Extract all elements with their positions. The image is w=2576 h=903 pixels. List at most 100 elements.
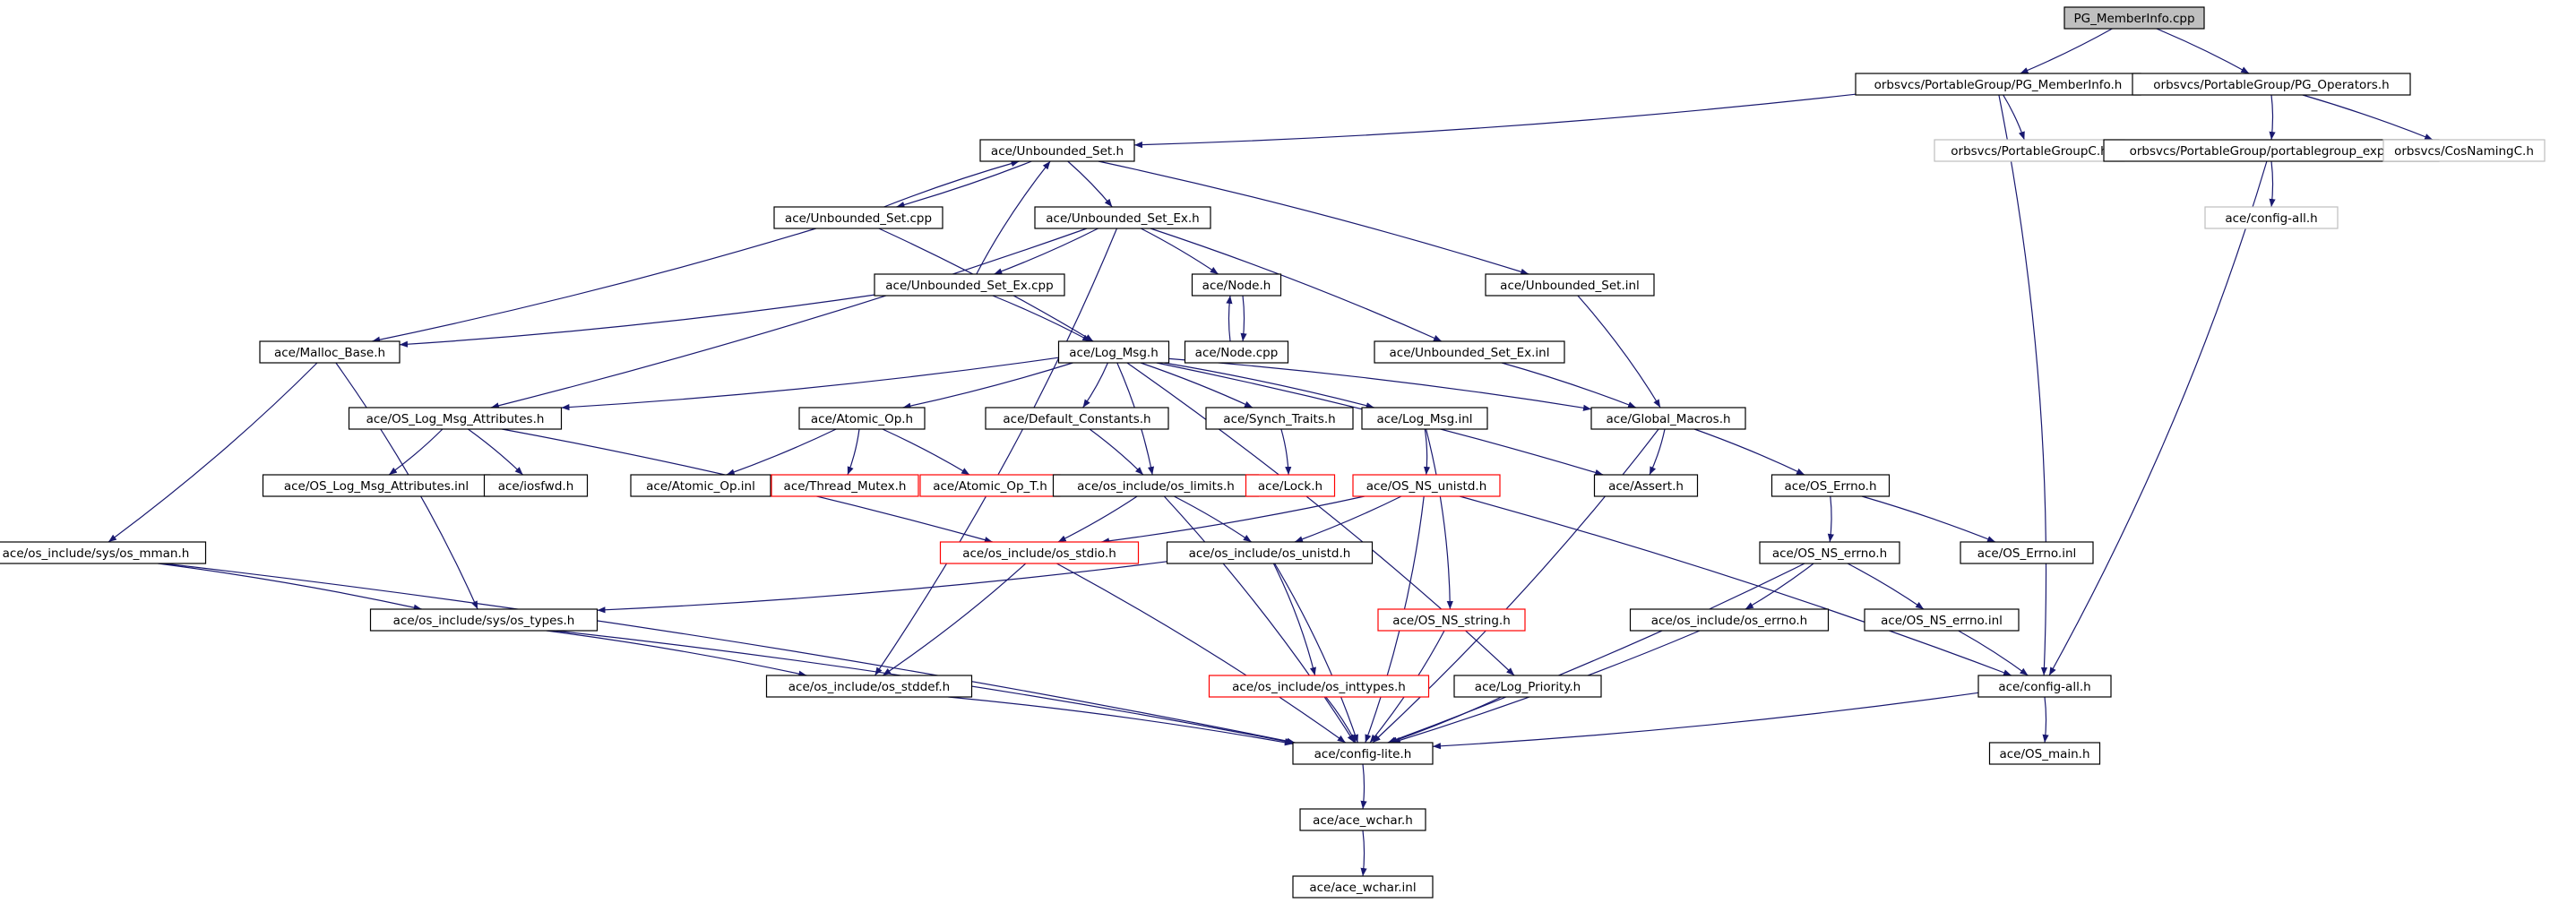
node-sys_os_mman_h[interactable]: ace/os_include/sys/os_mman.h [0, 541, 207, 564]
edge-global_macros_h-to-config_lite_h [1372, 428, 1659, 744]
node-assert_h[interactable]: ace/Assert.h [1593, 474, 1699, 497]
edge-log_msg_h-to-log_msg_inl [1164, 362, 1374, 409]
edge-os_unistd_h-to-config_lite_h [1274, 563, 1358, 744]
node-label: ace/OS_Log_Msg_Attributes.inl [284, 479, 469, 494]
node-box [2132, 73, 2411, 96]
edge-log_msg_h-to-default_constants_h [1082, 362, 1108, 408]
edge-os_stdio_h-to-os_stddef_h [882, 563, 1027, 676]
node-unbounded_set_cpp[interactable]: ace/Unbounded_Set.cpp [773, 206, 943, 229]
edge-unbounded_set_cpp-to-unbounded_set_h [883, 160, 1020, 208]
node-log_msg_inl[interactable]: ace/Log_Msg.inl [1361, 407, 1488, 430]
node-box [1629, 608, 1830, 632]
node-cosnamingc_h: orbsvcs/CosNamingC.h [2382, 139, 2546, 162]
node-pg_memberinfo_cpp[interactable]: PG_MemberInfo.cpp [2063, 6, 2205, 30]
node-box [1166, 541, 1374, 564]
edge-unbounded_set_ex_inl-to-global_macros_h [1501, 362, 1637, 408]
node-label: ace/Global_Macros.h [1606, 412, 1730, 426]
node-os_ns_errno_h[interactable]: ace/OS_NS_errno.h [1759, 541, 1900, 564]
edge-unbounded_set_ex_h-to-unbounded_set_ex_cpp [994, 228, 1098, 275]
node-unbounded_set_h[interactable]: ace/Unbounded_Set.h [979, 139, 1135, 162]
node-label: ace/OS_main.h [1999, 747, 2089, 761]
node-label: ace/Unbounded_Set.inl [1500, 279, 1640, 293]
node-label: ace/Synch_Traits.h [1223, 412, 1335, 426]
node-unbounded_set_ex_cpp[interactable]: ace/Unbounded_Set_Ex.cpp [874, 273, 1065, 297]
node-unbounded_set_ex_inl[interactable]: ace/Unbounded_Set_Ex.inl [1374, 340, 1565, 364]
node-os_log_msg_attributes_h[interactable]: ace/OS_Log_Msg_Attributes.h [348, 407, 563, 430]
node-malloc_base_h[interactable]: ace/Malloc_Base.h [259, 340, 401, 364]
node-log_msg_h[interactable]: ace/Log_Msg.h [1057, 340, 1170, 364]
node-pg_operators_h[interactable]: orbsvcs/PortableGroup/PG_Operators.h [2132, 73, 2411, 96]
node-unbounded_set_inl[interactable]: ace/Unbounded_Set.inl [1485, 273, 1655, 297]
node-unbounded_set_ex_h[interactable]: ace/Unbounded_Set_Ex.h [1034, 206, 1211, 229]
node-label: ace/OS_Errno.h [1784, 479, 1876, 494]
edge-unbounded_set_ex_h-to-unbounded_set_ex_inl [1150, 228, 1443, 342]
edge-sys_os_types_h-to-os_stddef_h [546, 630, 807, 677]
node-label: ace/os_include/os_stdio.h [962, 546, 1116, 561]
node-sys_os_types_h[interactable]: ace/os_include/sys/os_types.h [369, 608, 599, 632]
edge-pg_operators_h-to-cosnamingc_h [2302, 94, 2434, 141]
node-box [1299, 808, 1426, 831]
node-config_all_h[interactable]: ace/config-all.h [1977, 675, 2112, 698]
node-node_cpp[interactable]: ace/Node.cpp [1184, 340, 1289, 364]
node-atomic_op_inl[interactable]: ace/Atomic_Op.inl [630, 474, 771, 497]
node-label: orbsvcs/PortableGroup/PG_Operators.h [2153, 78, 2389, 92]
node-os_ns_unistd_h: ace/OS_NS_unistd.h [1352, 474, 1501, 497]
node-portablegroupc_h: orbsvcs/PortableGroupC.h [1934, 139, 2125, 162]
edge-node_cpp-to-node_h [1226, 295, 1233, 342]
node-os_errno_h[interactable]: ace/OS_Errno.h [1770, 474, 1891, 497]
edge-global_macros_h-to-assert_h [1649, 428, 1666, 476]
node-box [1977, 675, 2112, 698]
node-config_all_ext: ace/config-all.h [2204, 206, 2339, 229]
node-os_include_os_errno_h[interactable]: ace/os_include/os_errno.h [1629, 608, 1830, 632]
node-box [483, 474, 589, 497]
node-os_errno_inl[interactable]: ace/OS_Errno.inl [1960, 541, 2094, 564]
node-label: ace/os_include/sys/os_mman.h [3, 546, 190, 561]
node-box [874, 273, 1065, 297]
node-label: ace/Node.h [1202, 279, 1271, 293]
edge-os_ns_errno_inl-to-config_all_h [1958, 630, 2029, 676]
node-box [1292, 875, 1434, 899]
node-os_ns_errno_inl[interactable]: ace/OS_NS_errno.inl [1864, 608, 2020, 632]
node-box [1184, 340, 1289, 364]
edge-config_all_h-to-os_main_h [2042, 696, 2049, 744]
node-node_h[interactable]: ace/Node.h [1191, 273, 1282, 297]
node-label: ace/Assert.h [1608, 479, 1684, 494]
edge-os_ns_errno_h-to-config_lite_h [1387, 563, 1805, 744]
edge-unbounded_set_h-to-unbounded_set_cpp [896, 160, 1032, 208]
edge-log_msg_inl-to-os_ns_unistd_h [1423, 428, 1431, 476]
node-synch_traits_h[interactable]: ace/Synch_Traits.h [1205, 407, 1354, 430]
node-box [1361, 407, 1488, 430]
node-os_unistd_h[interactable]: ace/os_include/os_unistd.h [1166, 541, 1374, 564]
node-global_macros_h[interactable]: ace/Global_Macros.h [1590, 407, 1746, 430]
node-os_stddef_h[interactable]: ace/os_include/os_stddef.h [765, 675, 973, 698]
node-os_limits_h[interactable]: ace/os_include/os_limits.h [1052, 474, 1260, 497]
node-os_main_h[interactable]: ace/OS_main.h [1988, 742, 2101, 765]
node-ace_wchar_inl[interactable]: ace/ace_wchar.inl [1292, 875, 1434, 899]
edge-os_log_msg_attributes_h-to-os_log_msg_attributes_inl [388, 428, 444, 476]
node-box [1205, 407, 1354, 430]
node-default_constants_h[interactable]: ace/Default_Constants.h [985, 407, 1169, 430]
node-label: ace/Unbounded_Set.cpp [785, 211, 932, 226]
node-box [773, 206, 943, 229]
node-label: ace/Atomic_Op.h [811, 412, 913, 426]
node-pg_memberinfo_h[interactable]: orbsvcs/PortableGroup/PG_MemberInfo.h [1855, 73, 2141, 96]
node-label: ace/os_include/os_inttypes.h [1232, 680, 1406, 694]
edge-pg_memberinfo_h-to-unbounded_set_h [1133, 93, 1857, 149]
node-label: ace/config-lite.h [1314, 747, 1412, 761]
node-config_lite_h[interactable]: ace/config-lite.h [1292, 742, 1434, 765]
edge-sys_os_mman_h-to-sys_os_types_h [158, 563, 422, 611]
node-box [1208, 675, 1430, 698]
node-log_priority_h[interactable]: ace/Log_Priority.h [1453, 675, 1602, 698]
node-label: orbsvcs/PortableGroupC.h [1951, 144, 2107, 159]
node-os_log_msg_attributes_inl[interactable]: ace/OS_Log_Msg_Attributes.inl [262, 474, 491, 497]
node-box [1485, 273, 1655, 297]
edge-log_msg_inl-to-os_ns_string_h [1426, 428, 1453, 610]
edge-os_ns_unistd_h-to-os_unistd_h [1294, 495, 1402, 543]
node-iosfwd_h[interactable]: ace/iosfwd.h [483, 474, 589, 497]
edge-portablegroup_export_h-to-config_all_h [2048, 160, 2268, 676]
node-ace_wchar_h[interactable]: ace/ace_wchar.h [1299, 808, 1426, 831]
node-atomic_op_h[interactable]: ace/Atomic_Op.h [798, 407, 926, 430]
node-label: ace/Default_Constants.h [1003, 412, 1150, 426]
nodes-layer: PG_MemberInfo.cpp orbsvcs/PortableGroup/P… [0, 6, 2546, 899]
node-box [1770, 474, 1891, 497]
